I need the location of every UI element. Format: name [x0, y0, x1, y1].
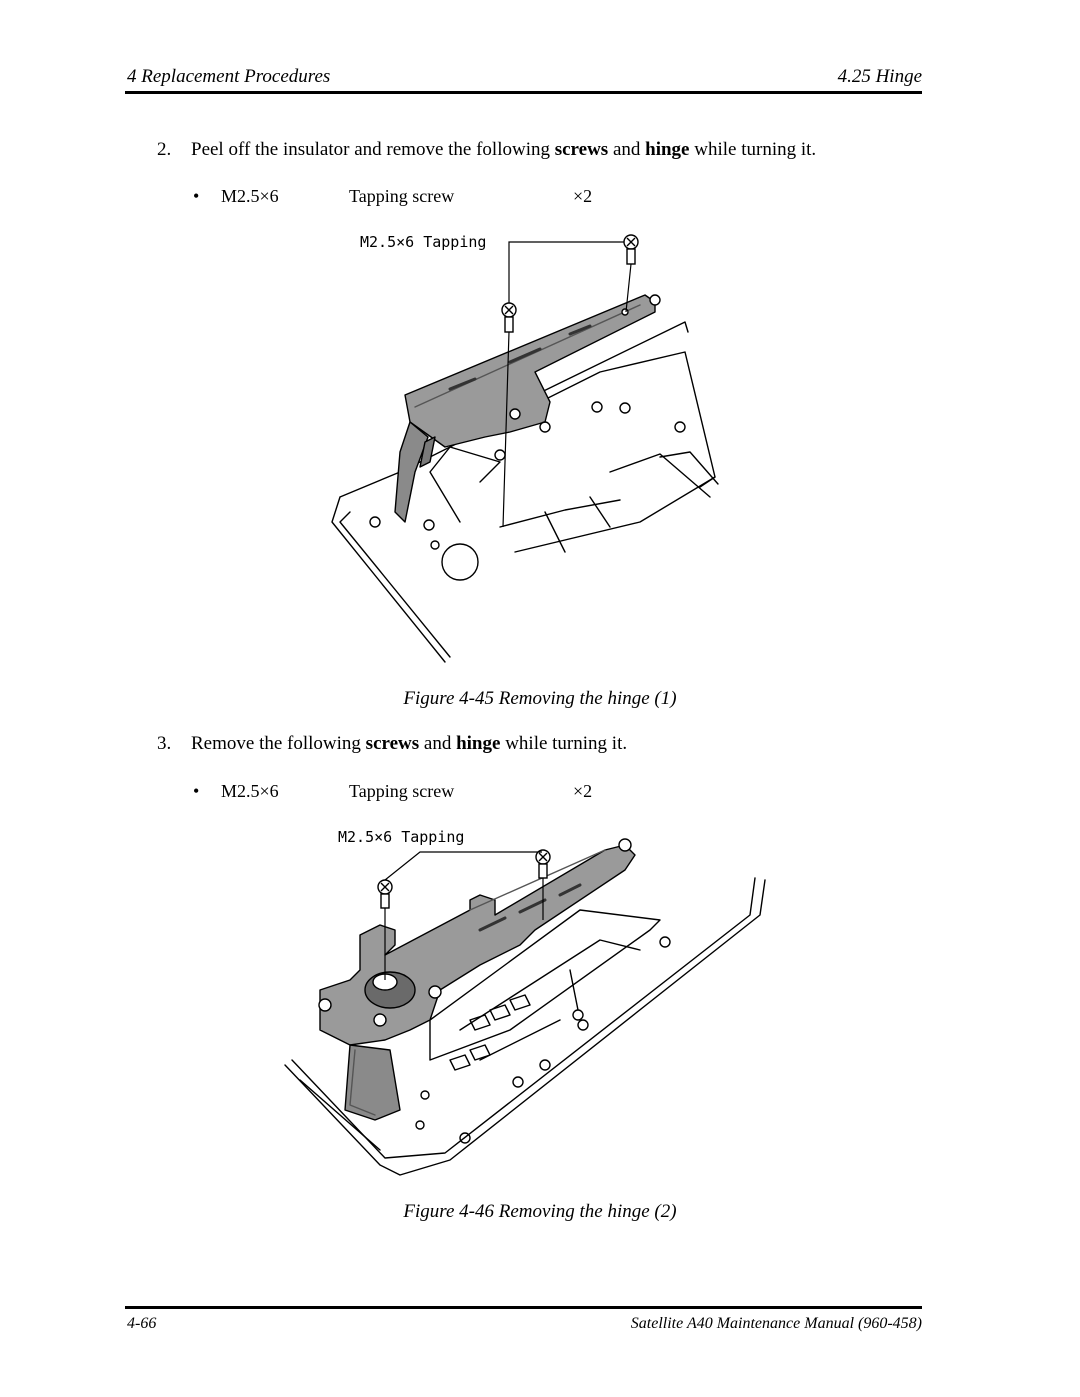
screw-type: Tapping screw [349, 186, 455, 206]
manual-title: Satellite A40 Maintenance Manual (960-45… [630, 1315, 922, 1332]
figure-hinge-removal-2: M2.5×6 Tapping [284, 828, 766, 1176]
bullet-dot: • [193, 186, 200, 206]
running-header-section: 4 Replacement Procedures [127, 66, 331, 87]
figure-callout: M2.5×6 Tapping [338, 828, 464, 846]
screw-size: M2.5×6 [221, 781, 279, 801]
figure-caption: Figure 4-46 Removing the hinge (2) [403, 1201, 677, 1222]
figure-callout: M2.5×6 Tapping [360, 233, 486, 251]
running-header-topic: 4.25 Hinge [837, 66, 922, 87]
step-number: 2. [157, 139, 172, 160]
bold-term: hinge [456, 733, 501, 754]
bold-term: hinge [645, 139, 690, 160]
text-run: and [608, 139, 646, 160]
screw-size: M2.5×6 [221, 186, 279, 206]
step-number: 3. [157, 733, 172, 754]
text-run: Remove the following [191, 733, 366, 754]
screw-count: ×2 [573, 781, 593, 801]
bullet-dot: • [193, 781, 200, 801]
text-run: Peel off the insulator and remove the fo… [191, 139, 555, 160]
figure-caption: Figure 4-45 Removing the hinge (1) [403, 688, 677, 709]
text-run: while turning it. [689, 139, 817, 160]
step-text: Remove the following screws and hinge wh… [191, 733, 627, 754]
text-run: and [419, 733, 457, 754]
bold-term: screws [554, 139, 609, 160]
figure-hinge-removal-1: M2.5×6 Tapping [331, 233, 719, 663]
page-number: 4-66 [127, 1315, 157, 1332]
step-text: Peel off the insulator and remove the fo… [191, 139, 816, 160]
step-3-instruction: 3. Remove the following screws and hinge … [157, 733, 627, 755]
text-run: while turning it. [500, 733, 628, 754]
bold-term: screws [365, 733, 420, 754]
footer-rule [125, 1306, 922, 1309]
header-rule [125, 91, 922, 94]
screw-type: Tapping screw [349, 781, 455, 801]
step-2-instruction: 2. Peel off the insulator and remove the … [157, 139, 816, 161]
screw-count: ×2 [573, 186, 593, 206]
